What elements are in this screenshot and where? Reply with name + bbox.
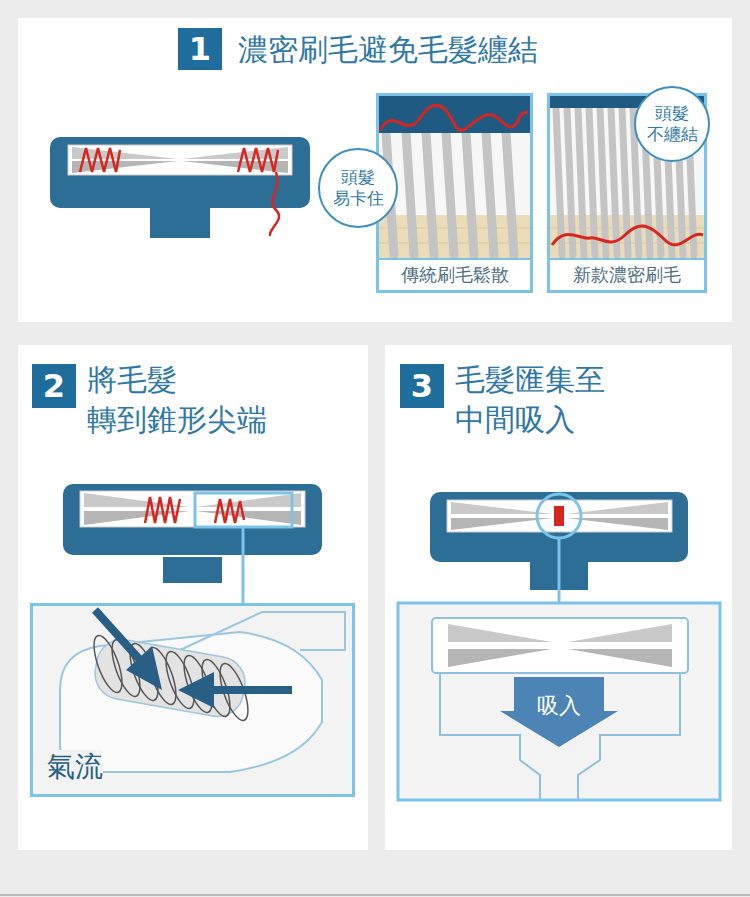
brush-head xyxy=(50,137,310,238)
brush-head xyxy=(150,208,210,238)
null xyxy=(506,133,514,255)
step-number: 3 xyxy=(400,364,444,408)
traditional-bristles xyxy=(379,96,530,133)
brush-head xyxy=(195,493,292,527)
brush-head xyxy=(72,161,178,173)
arrow-shape xyxy=(500,677,618,747)
step-number: 2 xyxy=(32,364,76,408)
panel: 毛髮匯集至 中間吸入 3 吸入 xyxy=(385,345,732,850)
roller-detail xyxy=(180,612,345,650)
panel: 將毛髮 轉到錐形尖端 2 氣流 xyxy=(18,345,368,850)
brush-head xyxy=(84,493,190,507)
label-text: 1 xyxy=(189,31,211,67)
brush-head xyxy=(430,492,688,603)
callout-circle: 頭髮 不纏結 xyxy=(634,86,710,162)
brush-head xyxy=(215,499,244,523)
null xyxy=(578,108,584,255)
brush-head xyxy=(182,147,288,159)
suction-detail xyxy=(432,618,688,673)
label-text: 氣流 xyxy=(47,750,103,784)
roller-detail xyxy=(33,606,352,794)
brush-head xyxy=(238,148,278,172)
label-text: 3 xyxy=(411,368,433,404)
roller-detail xyxy=(178,672,214,708)
label-text: 頭髮 易卡住 xyxy=(333,167,384,209)
panel-ground xyxy=(18,18,732,322)
brush-head xyxy=(558,538,561,603)
roller-detail xyxy=(95,610,140,660)
suction-detail xyxy=(568,649,672,667)
brush-head xyxy=(68,145,292,175)
null xyxy=(600,108,606,255)
null xyxy=(589,108,595,255)
null xyxy=(446,133,454,255)
null xyxy=(426,133,434,255)
panel-title: 濃密刷毛避免毛髮纏結 xyxy=(238,30,538,70)
roller-detail xyxy=(33,606,352,794)
null xyxy=(611,108,617,255)
label-text: 頭髮 不纏結 xyxy=(647,103,698,145)
dense-bristles xyxy=(550,96,704,290)
brush-head xyxy=(63,484,322,555)
suction-detail xyxy=(398,603,720,800)
dense-bristles xyxy=(550,96,704,290)
traditional-bristles xyxy=(379,96,530,290)
roller-detail xyxy=(126,646,162,690)
panel-ground xyxy=(0,894,750,896)
null xyxy=(486,133,494,255)
null xyxy=(88,632,253,723)
label-text: 新款濃密刷毛 xyxy=(550,258,704,290)
suction-detail xyxy=(448,624,552,642)
callout-circle: 頭髮 易卡住 xyxy=(318,148,398,228)
brush-head xyxy=(447,500,672,532)
null xyxy=(406,133,414,255)
brush-head xyxy=(196,493,301,507)
null xyxy=(466,133,474,255)
null xyxy=(556,108,562,255)
label-text: 2 xyxy=(43,368,65,404)
roller-detail xyxy=(212,686,292,694)
null xyxy=(386,133,514,255)
brush-head xyxy=(80,148,120,172)
panel-title: 將毛髮 轉到錐形尖端 xyxy=(87,360,267,440)
step-number: 1 xyxy=(178,28,222,70)
suction-detail xyxy=(448,649,552,667)
panel: 濃密刷毛避免毛髮纏結 1 傳統刷毛鬆散 頭髮 易卡住新款濃密刷毛 頭髮 不纏結 xyxy=(18,18,732,322)
null xyxy=(567,108,573,255)
brush-head xyxy=(50,137,310,208)
brush-head xyxy=(63,484,322,603)
inset-box: 傳統刷毛鬆散 xyxy=(376,93,533,293)
suction-detail xyxy=(568,624,672,642)
label-text: 吸入 xyxy=(500,693,618,719)
brush-head xyxy=(554,506,564,526)
panel-title: 毛髮匯集至 中間吸入 xyxy=(455,360,605,440)
panel-ground xyxy=(385,345,732,850)
brush-head xyxy=(80,491,305,527)
brush-head xyxy=(145,497,180,523)
brush-head xyxy=(163,557,222,583)
brush-head xyxy=(242,527,245,603)
brush-head xyxy=(196,511,301,525)
roller-detail xyxy=(91,635,249,720)
traditional-bristles xyxy=(380,105,528,130)
inset-box: 氣流 xyxy=(30,603,355,797)
brush-head xyxy=(537,494,581,538)
traditional-bristles xyxy=(379,96,530,290)
panel-ground xyxy=(0,18,750,895)
suction-detail xyxy=(398,603,720,800)
panel-ground xyxy=(18,345,368,850)
dense-bristles xyxy=(552,226,703,245)
suction-arrow: 吸入 xyxy=(500,677,618,747)
label-text: 傳統刷毛鬆散 xyxy=(379,258,530,290)
brush-head xyxy=(270,172,279,236)
